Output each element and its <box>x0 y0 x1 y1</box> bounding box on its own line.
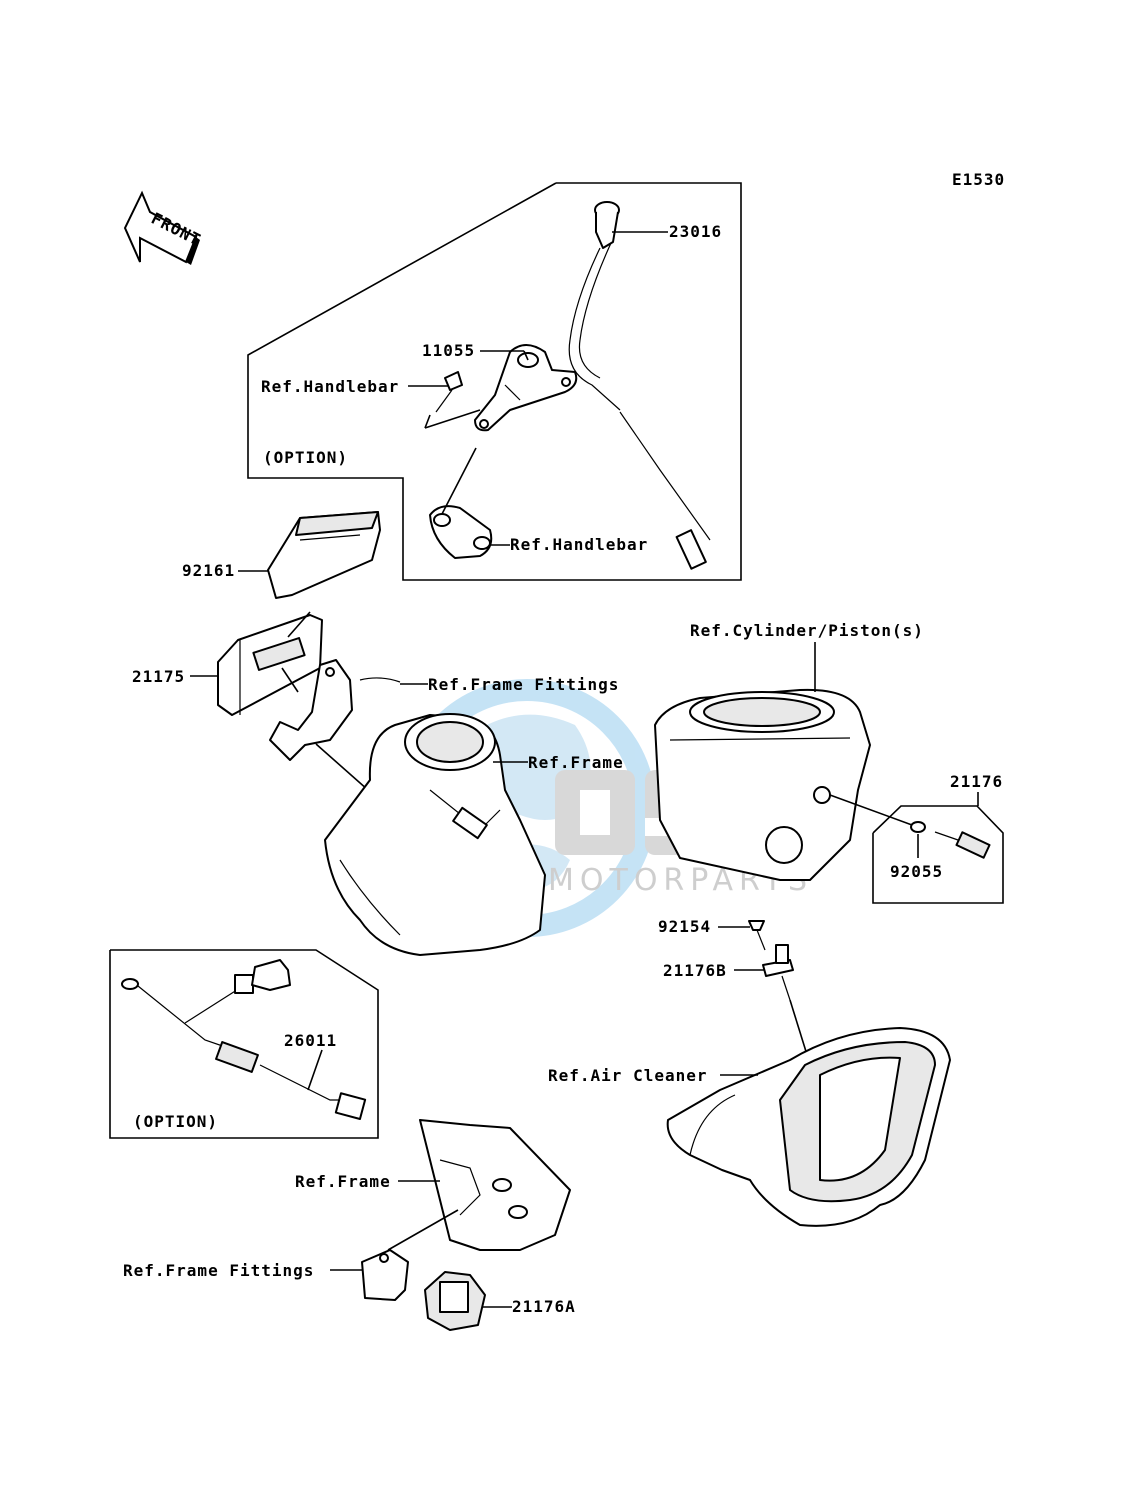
label-11055: 11055 <box>422 341 475 360</box>
label-21176b: 21176B <box>663 961 727 980</box>
label-21176a: 21176A <box>512 1297 576 1316</box>
part-frame-lower <box>419 1119 571 1251</box>
part-11055-bracket <box>474 344 578 432</box>
part-21176a-sensor <box>424 1271 486 1331</box>
option-box-bottom <box>109 949 379 1139</box>
part-23016-cable <box>568 201 711 570</box>
part-21176b-sensor <box>762 944 794 1001</box>
option-box-top <box>247 182 742 581</box>
label-ref-cylinder: Ref.Cylinder/Piston(s) <box>690 621 924 640</box>
label-21175: 21175 <box>132 667 185 686</box>
part-26011-harness <box>121 959 367 1121</box>
part-21176-sensor <box>934 831 991 859</box>
label-26011: 26011 <box>284 1031 337 1050</box>
part-sensor-bracket <box>361 1249 409 1301</box>
part-air-cleaner <box>666 1027 951 1227</box>
label-ref-frame-fittings-2: Ref.Frame Fittings <box>123 1261 314 1280</box>
option-label-bottom: (OPTION) <box>133 1112 218 1131</box>
label-ref-frame-fittings-1: Ref.Frame Fittings <box>428 675 619 694</box>
part-ecu-bracket <box>269 659 401 761</box>
part-handlebar-clamp <box>429 505 493 559</box>
label-23016: 23016 <box>669 222 722 241</box>
front-arrow-icon: FRONT <box>123 190 204 265</box>
label-ref-frame-1: Ref.Frame <box>528 753 624 772</box>
part-92055-oring <box>910 821 926 833</box>
option-label-top: (OPTION) <box>263 448 348 467</box>
part-frame-head <box>324 713 546 956</box>
part-handlebar-bolt <box>435 371 463 413</box>
part-21175-ecu <box>217 614 323 716</box>
label-92154: 92154 <box>658 917 711 936</box>
box-21176 <box>872 805 1004 904</box>
part-cylinder <box>654 688 871 881</box>
label-21176: 21176 <box>950 772 1003 791</box>
label-ref-air-cleaner: Ref.Air Cleaner <box>548 1066 708 1085</box>
diagram-code: E1530 <box>952 170 1005 189</box>
label-92161: 92161 <box>182 561 235 580</box>
label-ref-frame-2: Ref.Frame <box>295 1172 391 1191</box>
label-92055: 92055 <box>890 862 943 881</box>
part-92154-screw <box>748 920 766 951</box>
label-ref-handlebar-1: Ref.Handlebar <box>261 377 399 396</box>
part-92161-ecu-cover <box>267 511 381 599</box>
label-ref-handlebar-2: Ref.Handlebar <box>510 535 648 554</box>
